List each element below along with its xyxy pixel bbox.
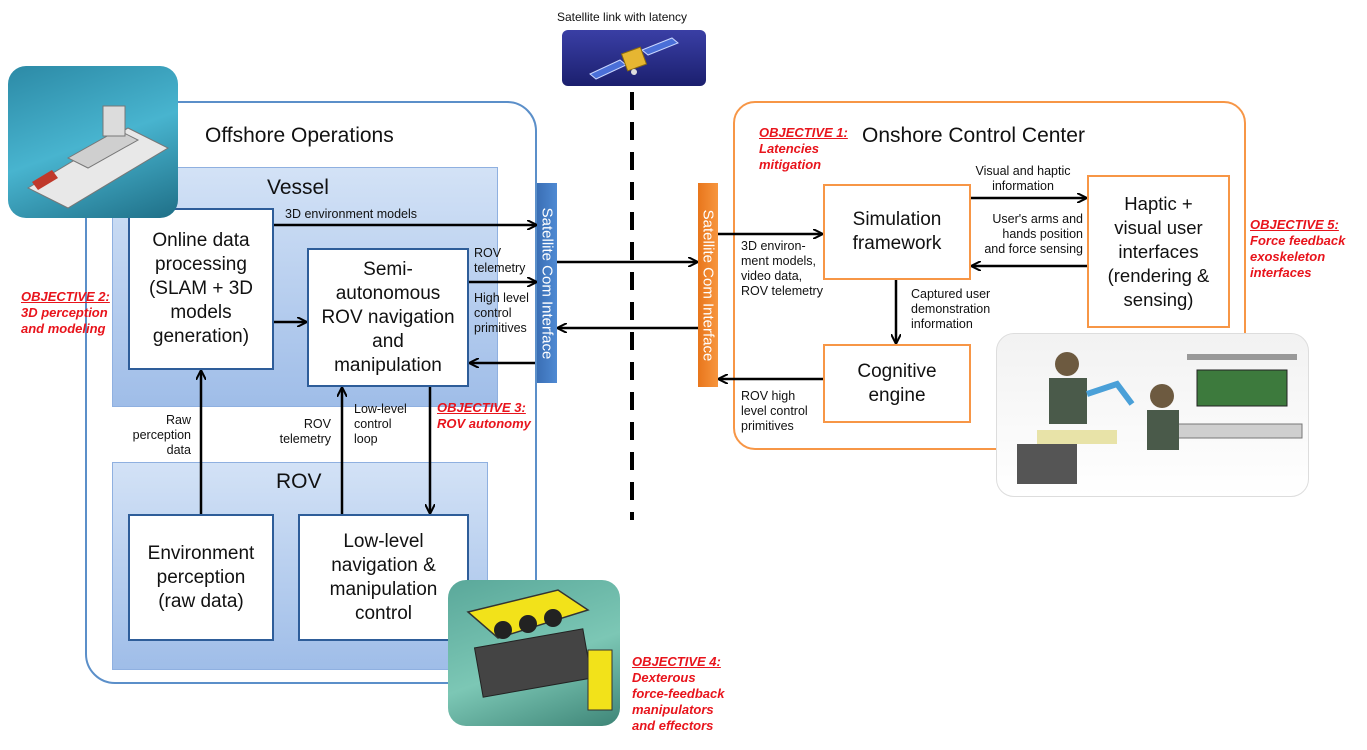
objective-4-text: Dexterous force-feedback manipulators an… [632,670,725,733]
rov-telemetry-low-label: ROV telemetry [279,417,331,446]
objective-2-heading: OBJECTIVE 2: [21,289,110,304]
rov-high-level-label: ROV high level control primitives [741,389,808,433]
objective-4: OBJECTIVE 4: Dexterous force-feedback ma… [632,654,724,734]
objective-1-heading: OBJECTIVE 1: [759,125,848,140]
vessel-photo [8,66,178,218]
objective-5: OBJECTIVE 5: Force feedback exoskeleton … [1250,217,1345,281]
visual-haptic-label: Visual and haptic information [975,164,1071,193]
vessel-title: Vessel [267,176,329,199]
low-level-loop-label: Low-level control loop [354,402,407,446]
objective-3: OBJECTIVE 3: ROV autonomy [437,400,531,432]
satellite-image [562,30,706,86]
offshore-title: Offshore Operations [205,124,394,147]
simulation-framework-box: Simulation framework [823,184,971,280]
env-models-label: 3D environment models [285,207,418,221]
arms-hands-label: User's arms and hands position and force… [984,212,1083,256]
objective-5-text: Force feedback exoskeleton interfaces [1250,233,1346,280]
semi-autonomous-box: Semi- autonomous ROV navigation and mani… [307,248,469,387]
objective-3-text: ROV autonomy [437,416,531,431]
raw-perception-label: Raw perception data [132,413,191,457]
onshore-title: Onshore Control Center [862,124,1085,147]
rov-title: ROV [276,470,322,493]
rov-photo [448,580,620,726]
objective-3-heading: OBJECTIVE 3: [437,400,526,415]
objective-4-heading: OBJECTIVE 4: [632,654,721,669]
objective-2: OBJECTIVE 2: 3D perception and modeling [21,289,110,337]
rov-telemetry-up-label: ROV telemetry [474,246,526,275]
satellite-link-label: Satellite link with latency [557,10,688,24]
high-level-primitives-label: High level control primitives [474,291,529,335]
haptic-interfaces-box: Haptic + visual user interfaces (renderi… [1087,175,1230,328]
low-level-navigation-box: Low-level navigation & manipulation cont… [298,514,469,641]
objective-2-text: 3D perception and modeling [21,305,108,336]
captured-demo-label: Captured user demonstration information [911,287,991,331]
onshore-in-label: 3D environ- ment models, video data, ROV… [741,239,823,298]
operator-photo [996,333,1309,497]
objective-1-text: Latencies mitigation [759,141,822,172]
objective-5-heading: OBJECTIVE 5: [1250,217,1339,232]
offshore-satcom-interface: Satellite Com Interface [537,183,557,383]
environment-perception-box: Environment perception (raw data) [128,514,274,641]
objective-1: OBJECTIVE 1: Latencies mitigation [759,125,848,173]
cognitive-engine-box: Cognitive engine [823,344,971,423]
online-data-processing-box: Online data processing (SLAM + 3D models… [128,208,274,370]
onshore-satcom-interface: Satellite Com Interface [698,183,718,387]
